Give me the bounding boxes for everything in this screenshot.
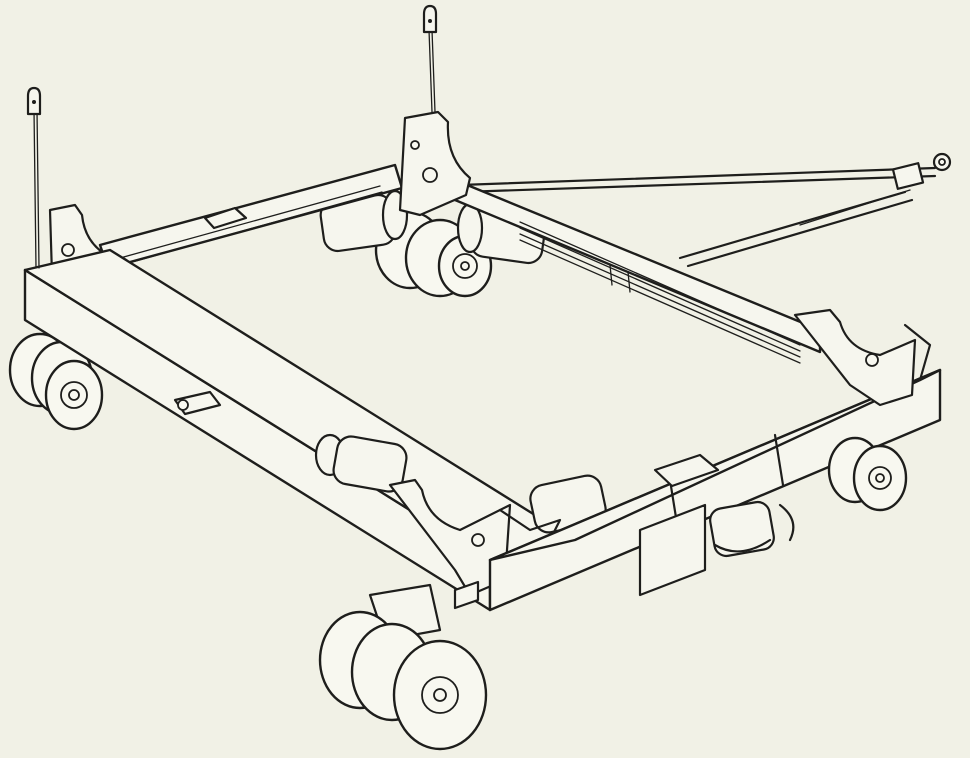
left-wheel-assembly xyxy=(8,332,104,431)
front-wheel-assembly xyxy=(318,583,488,751)
marker-pole-rear xyxy=(422,4,438,113)
right-cradle-saddle xyxy=(793,308,917,407)
marker-pole-left xyxy=(26,86,42,269)
right-beam-pad xyxy=(653,453,720,488)
right-side-beam xyxy=(453,178,822,354)
rear-cradle-saddle xyxy=(398,110,472,217)
right-wheel-assembly xyxy=(827,436,908,512)
rear-actuators xyxy=(319,189,547,265)
rear-beam-pad xyxy=(203,206,248,230)
winch-housing xyxy=(638,500,795,597)
front-left-beam xyxy=(23,268,492,612)
tow-bar xyxy=(458,152,952,268)
cable-bundle xyxy=(519,221,801,364)
tow-bar-coupling xyxy=(891,162,925,190)
beam-end-plate xyxy=(453,580,480,610)
rear-wheel-assembly xyxy=(374,210,493,298)
